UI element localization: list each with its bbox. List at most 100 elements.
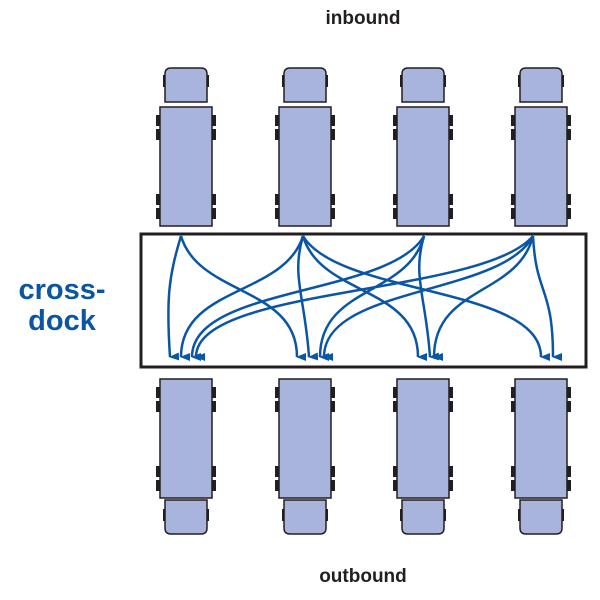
wheel-icon (511, 129, 516, 140)
crossdock-box (139, 232, 588, 369)
inbound-truck-3 (393, 67, 453, 227)
wheel-icon (566, 387, 571, 398)
wheel-icon (330, 401, 335, 412)
wheel-icon (330, 208, 335, 219)
outbound-truck-2 (275, 378, 335, 535)
truck-cab (519, 499, 563, 535)
wheel-icon (330, 466, 335, 477)
crossdock-label-line1: cross- (18, 274, 106, 306)
wheel-icon (566, 480, 571, 491)
truck-cab (164, 67, 208, 103)
inbound-label: inbound (325, 8, 401, 29)
wheel-icon (211, 480, 216, 491)
wheel-icon (511, 480, 516, 491)
flow-arrow-2-to-4 (301, 235, 551, 361)
flow-arrow-1-to-2 (179, 235, 307, 361)
wheel-icon (275, 115, 280, 126)
truck-cab (401, 499, 445, 535)
wheel-icon (511, 115, 516, 126)
wheel-icon (393, 194, 398, 205)
wheel-icon (448, 194, 453, 205)
trailer-body (514, 378, 568, 499)
truck-cab (283, 67, 327, 103)
wheel-icon (448, 115, 453, 126)
wheel-icon (393, 387, 398, 398)
wheel-icon (156, 194, 161, 205)
trailer-body (278, 378, 332, 499)
outbound-label: outbound (319, 566, 407, 587)
wheel-icon (393, 115, 398, 126)
wheel-icon (275, 466, 280, 477)
wheel-icon (275, 208, 280, 219)
wheel-icon (511, 387, 516, 398)
truck-cab (164, 499, 208, 535)
wheel-icon (330, 480, 335, 491)
wheel-icon (156, 129, 161, 140)
truck-cab (401, 67, 445, 103)
flow-arrow-2-to-1 (179, 235, 305, 362)
flow-arrow-1-to-1 (167, 235, 183, 361)
wheel-icon (566, 115, 571, 126)
inbound-truck-4 (511, 67, 571, 227)
trailer-body (396, 106, 450, 227)
trailer-body (278, 106, 332, 227)
flow-arrow-3-to-2 (318, 235, 426, 362)
wheel-icon (566, 401, 571, 412)
truck-cab (519, 67, 563, 103)
flow-arrow-2-to-2 (297, 235, 319, 361)
wheel-icon (275, 401, 280, 412)
wheel-icon (511, 401, 516, 412)
flow-arrow-4-to-2 (322, 235, 535, 362)
flow-arrow-3-to-3 (418, 235, 440, 361)
wheel-icon (330, 194, 335, 205)
wheel-icon (211, 194, 216, 205)
wheel-icon (511, 194, 516, 205)
wheel-icon (211, 466, 216, 477)
trailer-body (514, 106, 568, 227)
wheel-icon (211, 387, 216, 398)
wheel-icon (393, 129, 398, 140)
trailer-body (159, 378, 213, 499)
trailer-body (396, 378, 450, 499)
wheel-icon (511, 466, 516, 477)
outbound-truck-1 (156, 378, 216, 535)
wheel-icon (156, 208, 161, 219)
outbound-truck-3 (393, 378, 453, 535)
wheel-icon (393, 480, 398, 491)
trailer-body (159, 106, 213, 227)
wheel-icon (448, 480, 453, 491)
wheel-icon (156, 466, 161, 477)
wheel-icon (448, 466, 453, 477)
wheel-icon (393, 466, 398, 477)
flow-arrow-4-to-1 (194, 235, 534, 362)
wheel-icon (330, 115, 335, 126)
wheel-icon (156, 401, 161, 412)
wheel-icon (211, 208, 216, 219)
wheel-icon (448, 387, 453, 398)
wheel-icon (566, 208, 571, 219)
wheel-icon (156, 480, 161, 491)
wheel-icon (156, 387, 161, 398)
wheel-icon (393, 401, 398, 412)
flow-arrow-4-to-3 (432, 235, 535, 362)
wheel-icon (393, 208, 398, 219)
inbound-truck-1 (156, 67, 216, 227)
flow-arrow-3-to-1 (190, 235, 426, 362)
wheel-icon (275, 387, 280, 398)
wheel-icon (448, 401, 453, 412)
wheel-icon (330, 387, 335, 398)
crossdock-label-line2: dock (28, 305, 96, 337)
wheel-icon (275, 194, 280, 205)
wheel-icon (275, 129, 280, 140)
wheel-icon (156, 115, 161, 126)
outbound-truck-4 (511, 378, 571, 535)
wheel-icon (566, 194, 571, 205)
crossdock-label: cross- dock (2, 275, 122, 337)
wheel-icon (211, 129, 216, 140)
wheel-icon (448, 208, 453, 219)
truck-cab (283, 499, 327, 535)
wheel-icon (566, 129, 571, 140)
wheel-icon (275, 480, 280, 491)
inbound-truck-2 (275, 67, 335, 227)
